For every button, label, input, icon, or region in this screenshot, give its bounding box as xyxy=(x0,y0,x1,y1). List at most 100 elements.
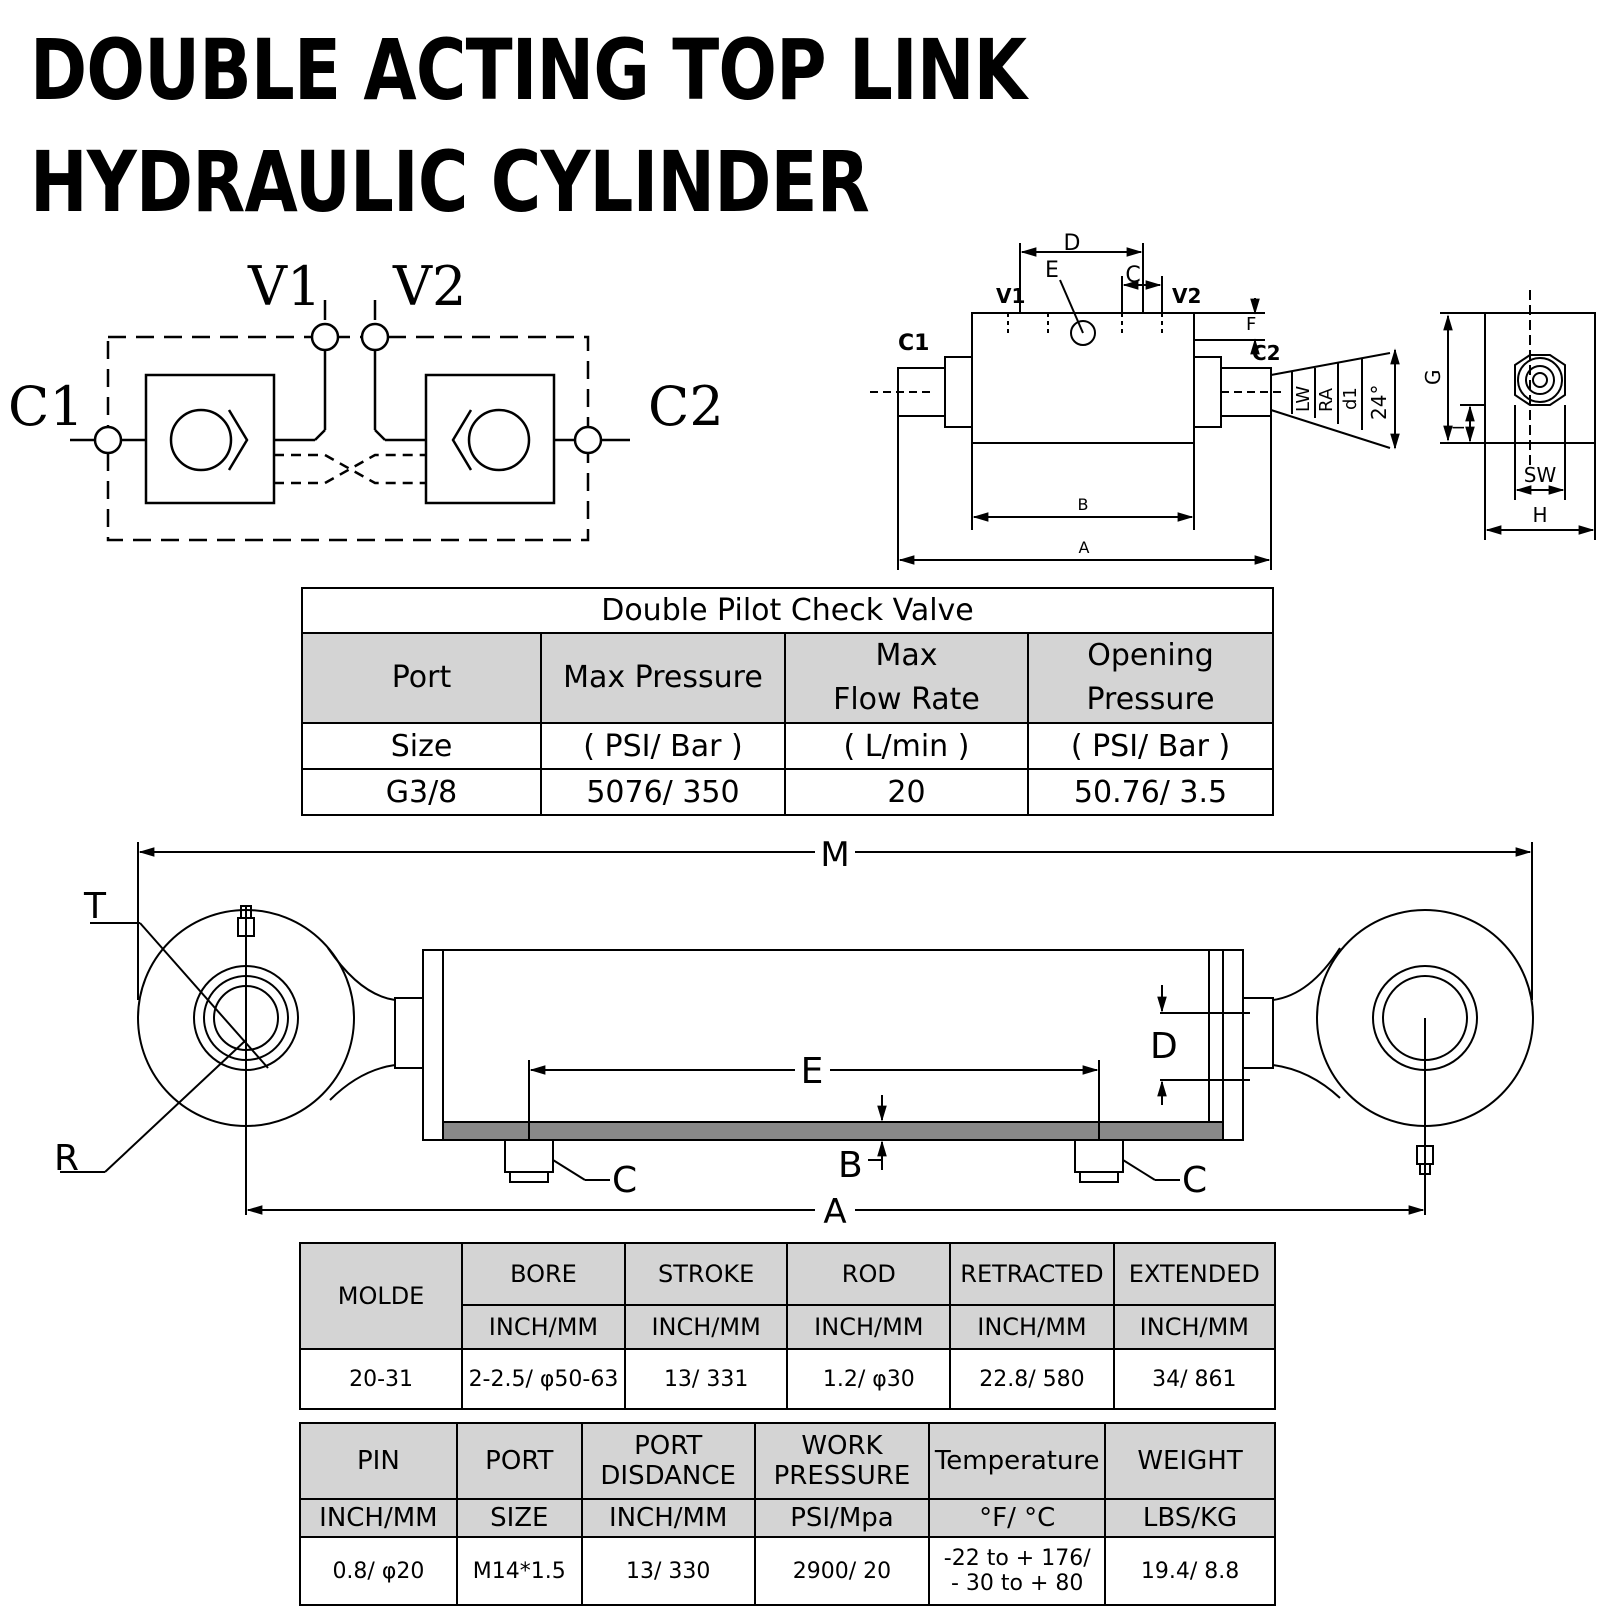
valve-unit-port: Size xyxy=(301,722,542,770)
cyl-header-molde: MOLDE xyxy=(298,1242,464,1350)
check-seat-left xyxy=(227,409,249,471)
cylinder-dim-b: B xyxy=(838,1145,863,1186)
cylinder-dim-e: E xyxy=(801,1051,824,1092)
cylinder-dim-m: M xyxy=(820,835,849,875)
cyl-header-weight: WEIGHT xyxy=(1104,1422,1276,1500)
cylinder-drawing xyxy=(60,842,1534,1215)
check-valve-right-box xyxy=(424,373,556,505)
valve-dim-c: C xyxy=(1125,263,1140,288)
valve-unit-opening-pressure: ( PSI/ Bar ) xyxy=(1027,722,1274,770)
valve-dim-a: A xyxy=(1079,538,1090,557)
end-view-dim-h: H xyxy=(1532,503,1547,527)
cylinder-spec-table-1: MOLDE BORE STROKE ROD RETRACTED EXTENDED… xyxy=(298,1242,1277,1410)
port-v1-marker xyxy=(310,322,340,352)
valve-dim-ra: RA xyxy=(1316,387,1337,412)
cyl-unit-rod: INCH/MM xyxy=(786,1304,952,1350)
cyl-value-bore: 2-2.5/ φ50-63 xyxy=(461,1348,626,1410)
cyl-unit-bore: INCH/MM xyxy=(461,1304,626,1350)
port-c2-marker xyxy=(573,425,603,455)
cyl-value-port: M14*1.5 xyxy=(455,1536,583,1606)
cyl-header-stroke: STROKE xyxy=(623,1242,789,1306)
port-c1-marker xyxy=(93,425,123,455)
cyl-value-retracted: 22.8/ 580 xyxy=(949,1348,1115,1410)
check-ball-left xyxy=(169,408,233,472)
valve-block-drawing xyxy=(870,243,1400,570)
cyl-unit-pin: INCH/MM xyxy=(299,1498,458,1538)
valve-header-max-pressure: Max Pressure xyxy=(540,632,786,724)
cyl-unit-extended: INCH/MM xyxy=(1112,1304,1277,1350)
check-seat-right xyxy=(451,409,473,471)
cyl-value-work-pressure: 2900/ 20 xyxy=(753,1536,931,1606)
valve-dim-d1: d1 xyxy=(1340,387,1361,410)
valve-value-port: G3/8 xyxy=(301,768,542,816)
valve-dim-lw: LW xyxy=(1293,386,1314,412)
cylinder-dim-a: A xyxy=(823,1192,846,1232)
cylinder-barrel xyxy=(422,949,1244,1141)
cylinder-wall-section xyxy=(442,1121,1224,1141)
valve-unit-flow-rate: ( L/min ) xyxy=(783,722,1030,770)
end-view-dim-g: G xyxy=(1421,370,1445,386)
cyl-unit-work-pressure: PSI/Mpa xyxy=(753,1498,931,1538)
cyl-unit-stroke: INCH/MM xyxy=(623,1304,789,1350)
cyl-unit-port: SIZE xyxy=(455,1498,583,1538)
valve-label-e: E xyxy=(1045,258,1059,283)
schematic-dashed-frame xyxy=(106,335,590,542)
cyl-value-weight: 19.4/ 8.8 xyxy=(1104,1536,1276,1606)
valve-label-v2: V2 xyxy=(1172,284,1201,308)
cylinder-dim-r: R xyxy=(54,1138,79,1179)
cyl-header-bore: BORE xyxy=(461,1242,626,1306)
cyl-value-pin: 0.8/ φ20 xyxy=(299,1536,458,1606)
cyl-unit-weight: LBS/KG xyxy=(1104,1498,1276,1538)
valve-table-caption: Double Pilot Check Valve xyxy=(301,587,1274,634)
schematic-label-v2: V2 xyxy=(392,255,466,318)
valve-dim-b: B xyxy=(1078,495,1089,514)
cylinder-port-c-left: C xyxy=(612,1160,637,1201)
cyl-header-extended: EXTENDED xyxy=(1112,1242,1277,1306)
cyl-header-temperature: Temperature xyxy=(928,1422,1107,1500)
schematic-label-c2: C2 xyxy=(648,375,724,438)
end-view-dim-i: I xyxy=(1449,425,1468,430)
port-v2-marker xyxy=(360,322,390,352)
valve-value-opening-pressure: 50.76/ 3.5 xyxy=(1027,768,1274,816)
cyl-header-port: PORT xyxy=(455,1422,583,1500)
cyl-unit-retracted: INCH/MM xyxy=(949,1304,1115,1350)
cyl-value-extended: 34/ 861 xyxy=(1112,1348,1277,1410)
cyl-value-port-distance: 13/ 330 xyxy=(580,1536,756,1606)
valve-dim-angle: 24° xyxy=(1367,385,1391,420)
valve-value-flow-rate: 20 xyxy=(783,768,1030,816)
schematic-label-c1: C1 xyxy=(8,375,84,438)
schematic-label-v1: V1 xyxy=(247,255,321,318)
valve-dim-f: F xyxy=(1246,314,1256,335)
cyl-value-molde: 20-31 xyxy=(298,1348,464,1410)
cyl-value-rod: 1.2/ φ30 xyxy=(786,1348,952,1410)
page-title-line2: HYDRAULIC CYLINDER xyxy=(30,133,870,231)
valve-schematic xyxy=(70,300,630,542)
valve-value-max-pressure: 5076/ 350 xyxy=(540,768,786,816)
valve-unit-max-pressure: ( PSI/ Bar ) xyxy=(540,722,786,770)
end-view-dim-sw: SW xyxy=(1524,463,1557,487)
cyl-header-rod: ROD xyxy=(786,1242,952,1306)
cylinder-dim-t: T xyxy=(83,886,107,927)
valve-dim-d: D xyxy=(1064,231,1081,256)
check-ball-right xyxy=(467,408,531,472)
cyl-header-retracted: RETRACTED xyxy=(949,1242,1115,1306)
valve-label-v1: V1 xyxy=(996,284,1025,308)
cyl-value-stroke: 13/ 331 xyxy=(623,1348,789,1410)
cyl-unit-port-distance: INCH/MM xyxy=(580,1498,756,1538)
page-title-line1: DOUBLE ACTING TOP LINK xyxy=(30,21,1027,119)
check-valve-left-box xyxy=(144,373,276,505)
valve-spec-table: Double Pilot Check Valve Port Max Pressu… xyxy=(301,587,1274,816)
valve-label-c2: C2 xyxy=(1252,341,1281,365)
cyl-unit-temperature: °F/ °C xyxy=(928,1498,1107,1538)
cylinder-port-c-right: C xyxy=(1182,1160,1207,1201)
cyl-header-pin: PIN xyxy=(299,1422,458,1500)
cyl-value-temperature: -22 to + 176/- 30 to + 80 xyxy=(928,1536,1107,1606)
cylinder-dim-d: D xyxy=(1150,1026,1178,1067)
valve-label-c1: C1 xyxy=(898,331,929,356)
